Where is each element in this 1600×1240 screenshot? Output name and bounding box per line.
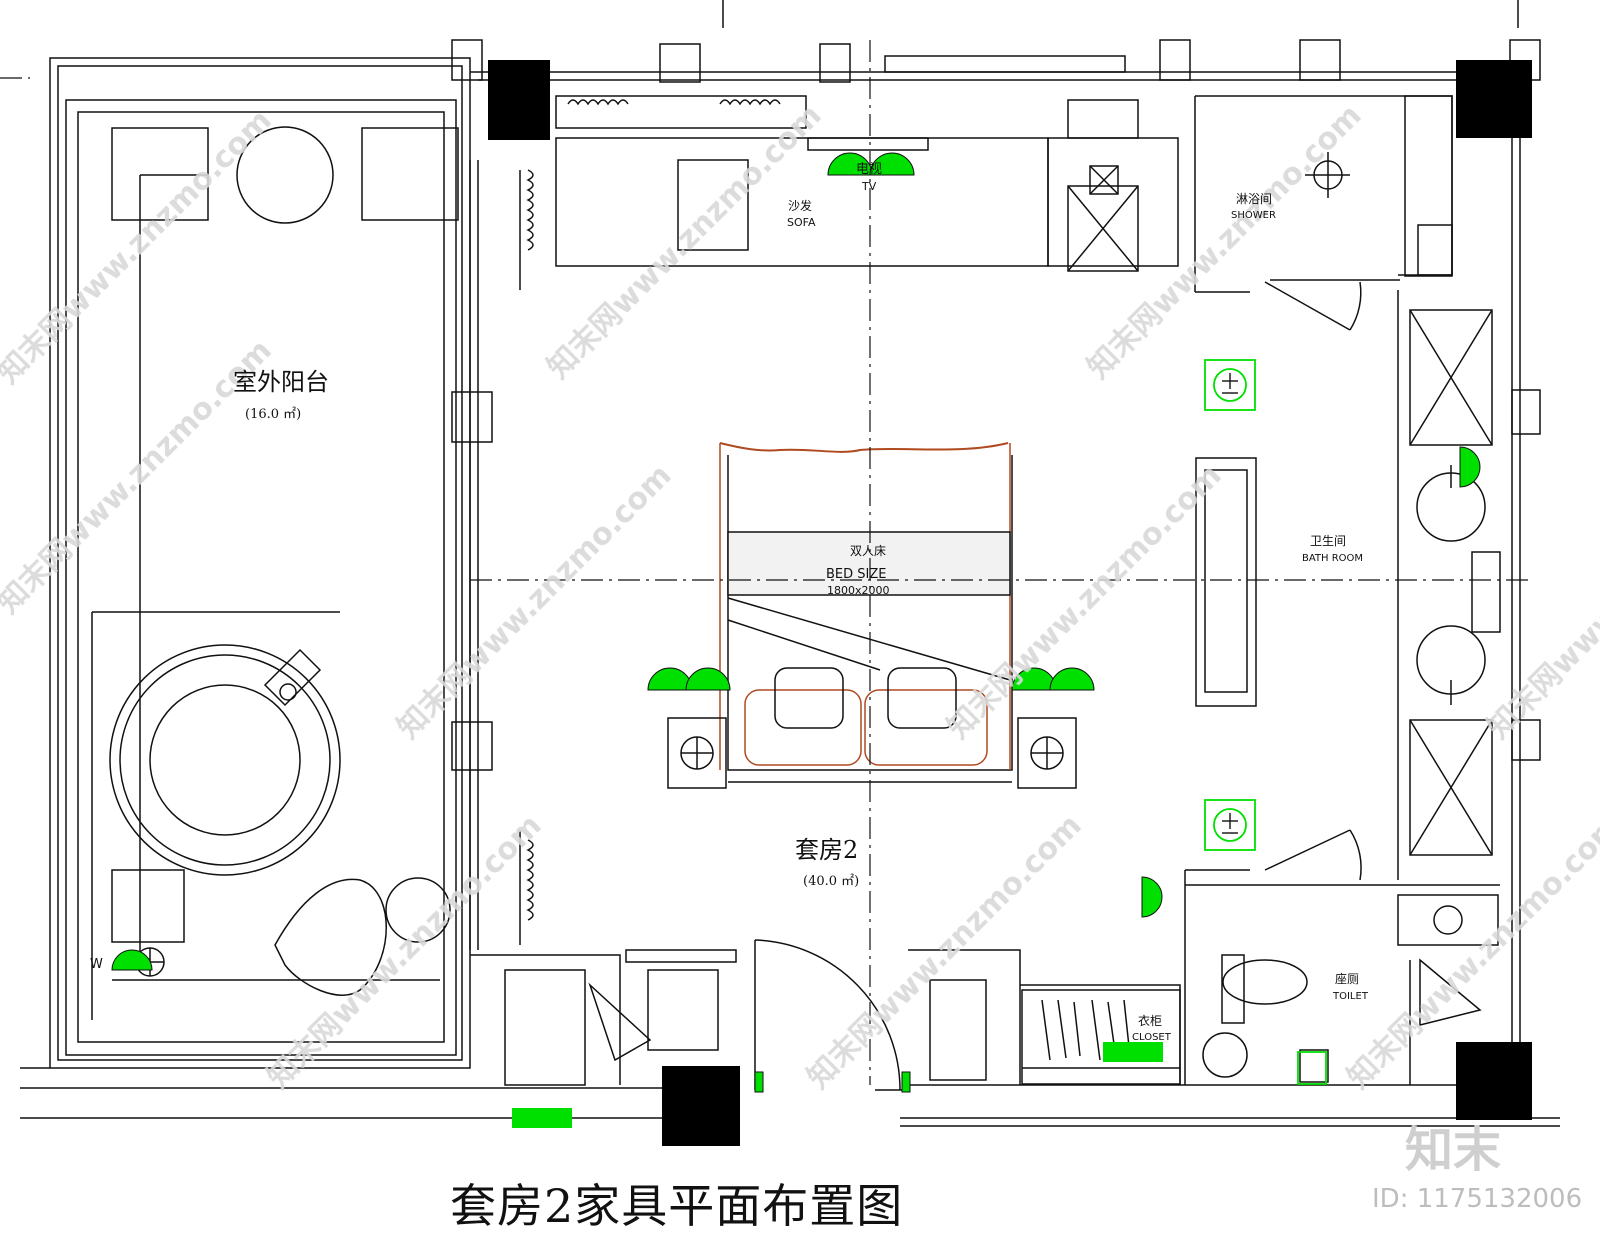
shower-label: 淋浴间	[1236, 192, 1272, 206]
tv-label: 电视	[856, 162, 882, 177]
drawing-title: 套房2家具平面布置图	[450, 1179, 904, 1233]
green-markers	[111, 152, 1481, 1128]
closet-en-label: CLOSET	[1132, 1032, 1172, 1043]
toilet-label: 座厕	[1335, 971, 1359, 986]
suite-area: (40.0 ㎡)	[803, 874, 859, 889]
balcony-furniture	[91, 126, 459, 1020]
toilet-en-label: TOILET	[1332, 991, 1369, 1002]
sofa-en-label: SOFA	[787, 216, 816, 229]
bed-dim-label: 1800x2000	[827, 584, 890, 597]
closet	[929, 979, 1181, 1085]
balcony-label: 室外阳台	[233, 368, 329, 396]
shower-en-label: SHOWER	[1231, 210, 1276, 221]
entry-area	[504, 939, 908, 1091]
balcony-railing	[65, 99, 457, 1056]
suite-top-furniture	[519, 95, 1179, 945]
suite-label: 套房2	[795, 836, 858, 864]
bed	[667, 442, 1077, 789]
watermark-text: 知末网www.znzmo.com	[541, 98, 829, 386]
bed-size-label: BED SIZE	[826, 567, 886, 582]
socket-glyphs	[1222, 373, 1238, 834]
watermark-text: 知末网www.znzmo.com	[391, 458, 679, 746]
image-id: ID: 1175132006	[1372, 1184, 1583, 1214]
w-mark: W	[90, 957, 103, 972]
brand-watermark: 知末	[1405, 1122, 1502, 1178]
watermark-text: 知末网www.znzmo.com	[1081, 98, 1369, 386]
shower-room	[1194, 95, 1453, 331]
sofa-label: 沙发	[788, 198, 812, 213]
watermark-text: 知末网www.znzmo.com	[941, 458, 1229, 746]
bathroom	[1184, 290, 1501, 1085]
axis-lines	[0, 40, 1530, 1085]
bed-label: 双人床	[850, 544, 886, 558]
bath-label: 卫生间	[1310, 534, 1346, 548]
watermark-text: 知末网www.znzmo.com	[1481, 458, 1600, 746]
bath-en-label: BATH ROOM	[1302, 553, 1363, 564]
tv-en-label: TV	[861, 180, 877, 193]
socket-symbols	[1204, 359, 1327, 1085]
watermarks: 知末网www.znzmo.com 知末网www.znzmo.com 知末网www…	[0, 98, 1600, 1096]
closet-label: 衣柜	[1138, 1013, 1162, 1028]
toilet-zone	[1202, 894, 1499, 1085]
room-labels: 室外阳台 (16.0 ㎡) 套房2 (40.0 ㎡) 电视 TV 沙发 SOFA…	[90, 162, 1369, 1043]
balcony-area: (16.0 ㎡)	[245, 407, 301, 422]
columns	[488, 60, 1532, 1146]
